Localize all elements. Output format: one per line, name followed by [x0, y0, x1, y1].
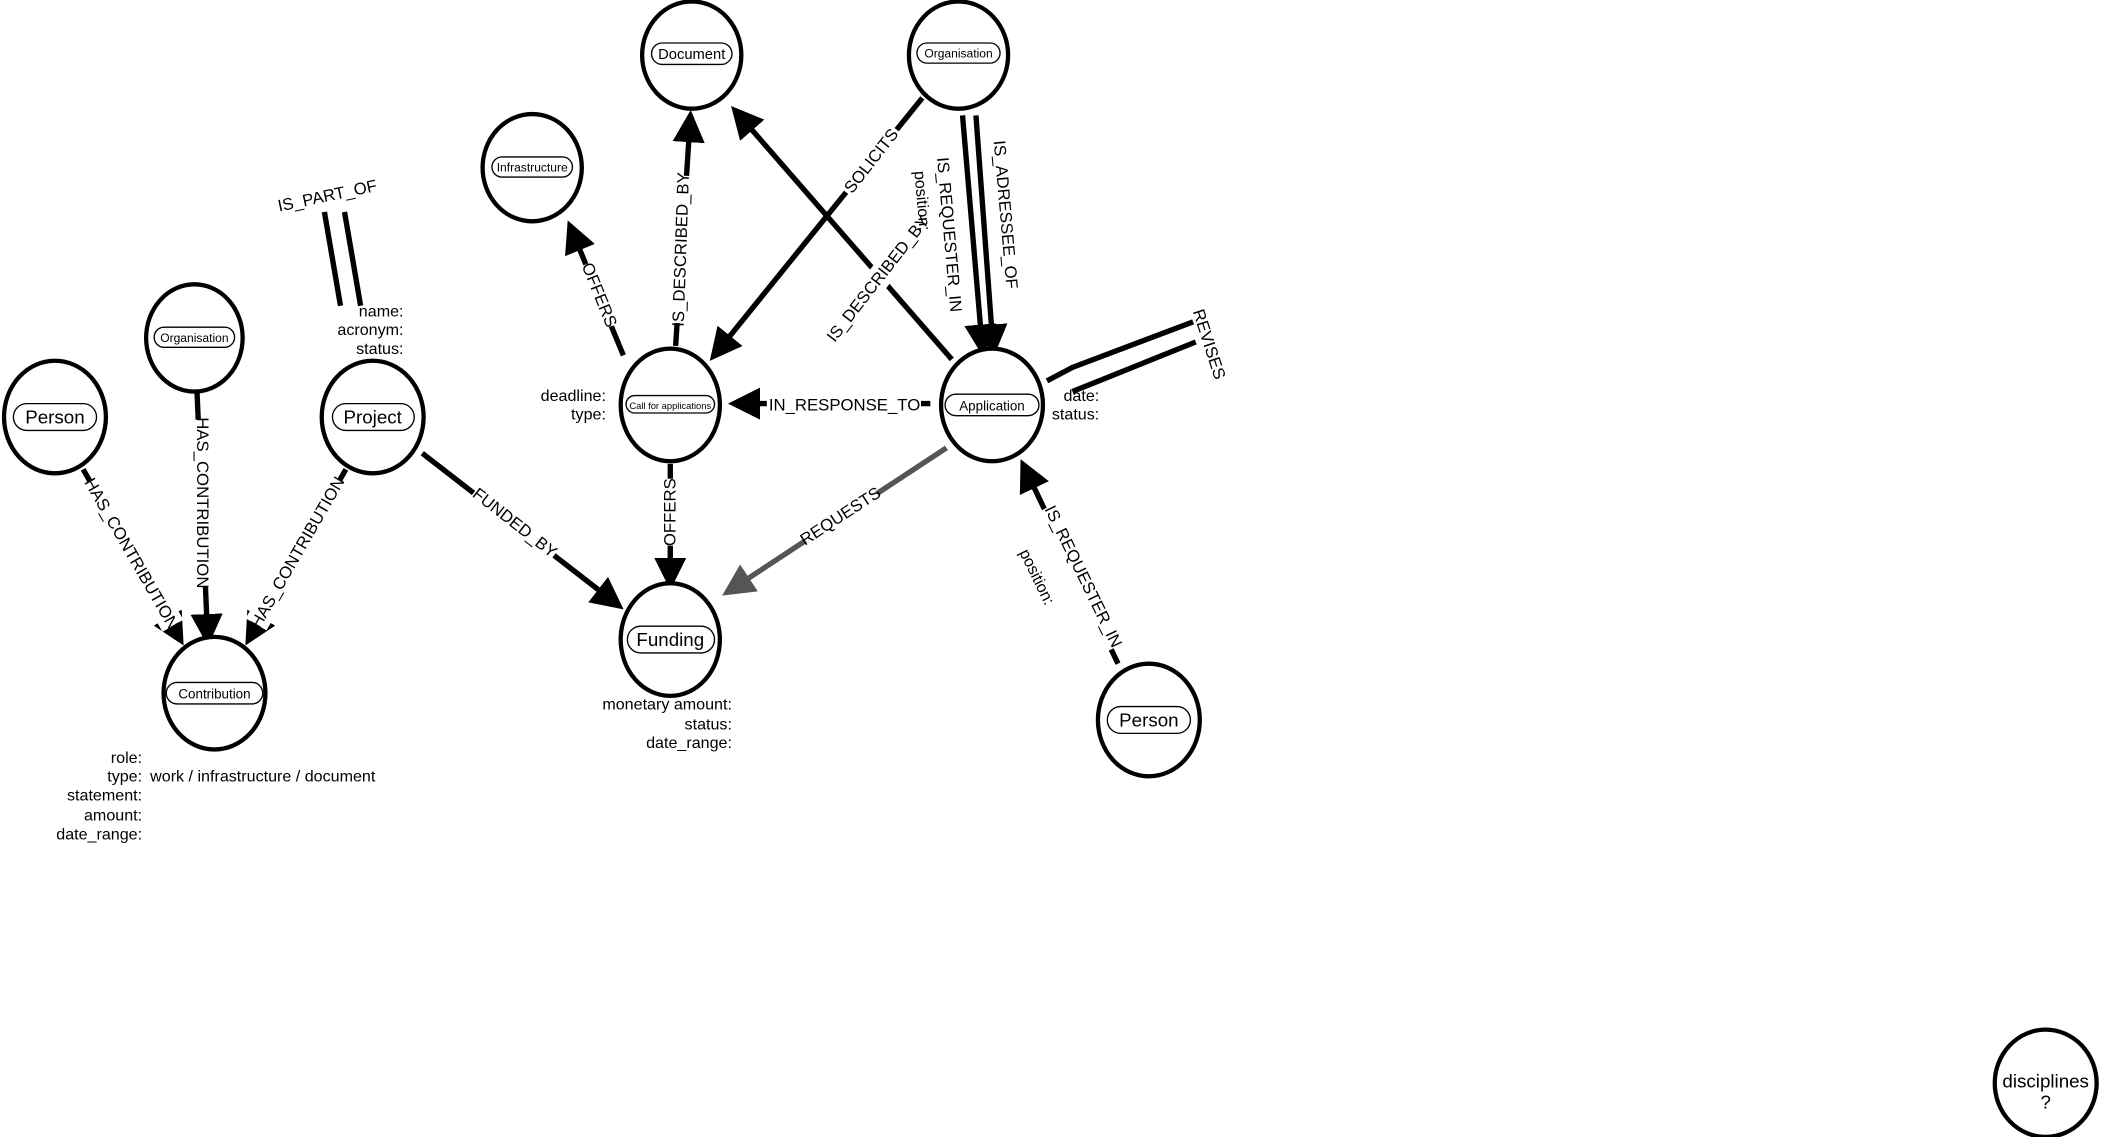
edge-project-is-part-of[interactable]: IS_PART_OF: [276, 176, 379, 307]
node-contribution[interactable]: Contribution role: type: work / infrastr…: [56, 634, 376, 843]
node-prop: deadline:: [541, 387, 606, 405]
node-prop: name:: [359, 302, 404, 320]
edge-label: IS_ADRESSEE_OF: [990, 140, 1022, 290]
edge-label: IS_REQUESTER_IN: [1041, 502, 1126, 650]
edge-call-infrastructure[interactable]: OFFERS: [565, 220, 626, 357]
node-label: disciplines: [2002, 1070, 2089, 1091]
edge-label: HAS_CONTRIBUTION: [193, 417, 212, 588]
node-prop: status:: [356, 340, 403, 358]
node-person-right[interactable]: Person: [1095, 661, 1202, 779]
edge-org-application-addressee[interactable]: IS_ADRESSEE_OF: [973, 115, 1022, 357]
node-organisation-left[interactable]: Organisation: [143, 282, 245, 394]
node-prop: monetary amount:: [602, 695, 732, 713]
edge-call-document[interactable]: IS_DESCRIBED_BY: [666, 110, 705, 347]
node-prop: type:: [571, 406, 606, 424]
edge-application-revises[interactable]: REVISES: [1045, 307, 1229, 395]
node-label: Project: [343, 407, 402, 428]
node-prop-value: work / infrastructure / document: [149, 768, 376, 786]
node-organisation-top[interactable]: Organisation: [906, 0, 1011, 111]
node-label: Person: [25, 407, 84, 428]
node-label: Document: [658, 47, 725, 63]
edge-person-application[interactable]: IS_REQUESTER_IN position:: [1016, 459, 1129, 665]
node-label: Call for applications: [629, 401, 711, 411]
node-disciplines[interactable]: disciplines ?: [1992, 1027, 2099, 1137]
node-infrastructure[interactable]: Infrastructure: [480, 111, 584, 224]
node-label: Infrastructure: [497, 161, 568, 175]
node-prop: type:: [107, 768, 142, 786]
node-prop: status:: [1052, 406, 1099, 424]
edge-label: FUNDED_BY: [469, 484, 561, 561]
node-label: Organisation: [924, 47, 992, 61]
node-label: Application: [959, 398, 1025, 413]
node-prop: date:: [1063, 387, 1099, 405]
edge-person-contribution[interactable]: HAS_CONTRIBUTION: [79, 467, 184, 646]
edge-org-contribution[interactable]: HAS_CONTRIBUTION: [190, 392, 223, 647]
edge-label: IN_RESPONSE_TO: [769, 395, 920, 414]
edge-label: OFFERS: [661, 478, 680, 546]
node-prop: acronym:: [337, 321, 403, 339]
node-prop: statement:: [67, 786, 142, 804]
node-document[interactable]: Document: [639, 0, 744, 111]
edge-label: IS_PART_OF: [276, 176, 379, 216]
node-project[interactable]: Project name: acronym: status:: [319, 302, 426, 476]
node-call-for-applications[interactable]: Call for applications deadline: type:: [541, 346, 723, 464]
edge-label-solicits: SOLICITS: [840, 125, 902, 197]
edge-label: HAS_CONTRIBUTION: [246, 473, 348, 631]
edge-project-contribution[interactable]: HAS_CONTRIBUTION: [245, 467, 350, 646]
node-application[interactable]: Application date: status:: [938, 346, 1099, 464]
node-person-left[interactable]: Person: [1, 358, 109, 476]
edge-prop: position:: [910, 170, 933, 231]
edge-call-funding[interactable]: OFFERS: [654, 463, 687, 590]
node-prop: date_range:: [56, 825, 142, 843]
node-label: Contribution: [178, 687, 250, 702]
node-label: Funding: [636, 629, 704, 650]
edge-application-document[interactable]: [731, 105, 954, 362]
edge-application-call[interactable]: IN_RESPONSE_TO: [727, 387, 931, 420]
node-prop: status:: [685, 715, 732, 733]
edge-application-funding[interactable]: REQUESTS: [722, 445, 948, 596]
node-prop: amount:: [84, 807, 142, 825]
node-prop: date_range:: [646, 734, 732, 752]
edge-project-funding[interactable]: FUNDED_BY: [420, 451, 624, 610]
edge-prop: position:: [1016, 546, 1058, 608]
node-label: Organisation: [160, 331, 228, 345]
node-sublabel: ?: [2040, 1092, 2050, 1113]
edge-label: HAS_CONTRIBUTION: [80, 475, 182, 633]
edge-label: OFFERS: [578, 260, 621, 330]
node-label: Person: [1119, 710, 1178, 731]
node-prop: role:: [111, 749, 142, 767]
node-funding[interactable]: Funding monetary amount: status: date_ra…: [602, 581, 732, 752]
edge-label: REQUESTS: [797, 483, 885, 549]
